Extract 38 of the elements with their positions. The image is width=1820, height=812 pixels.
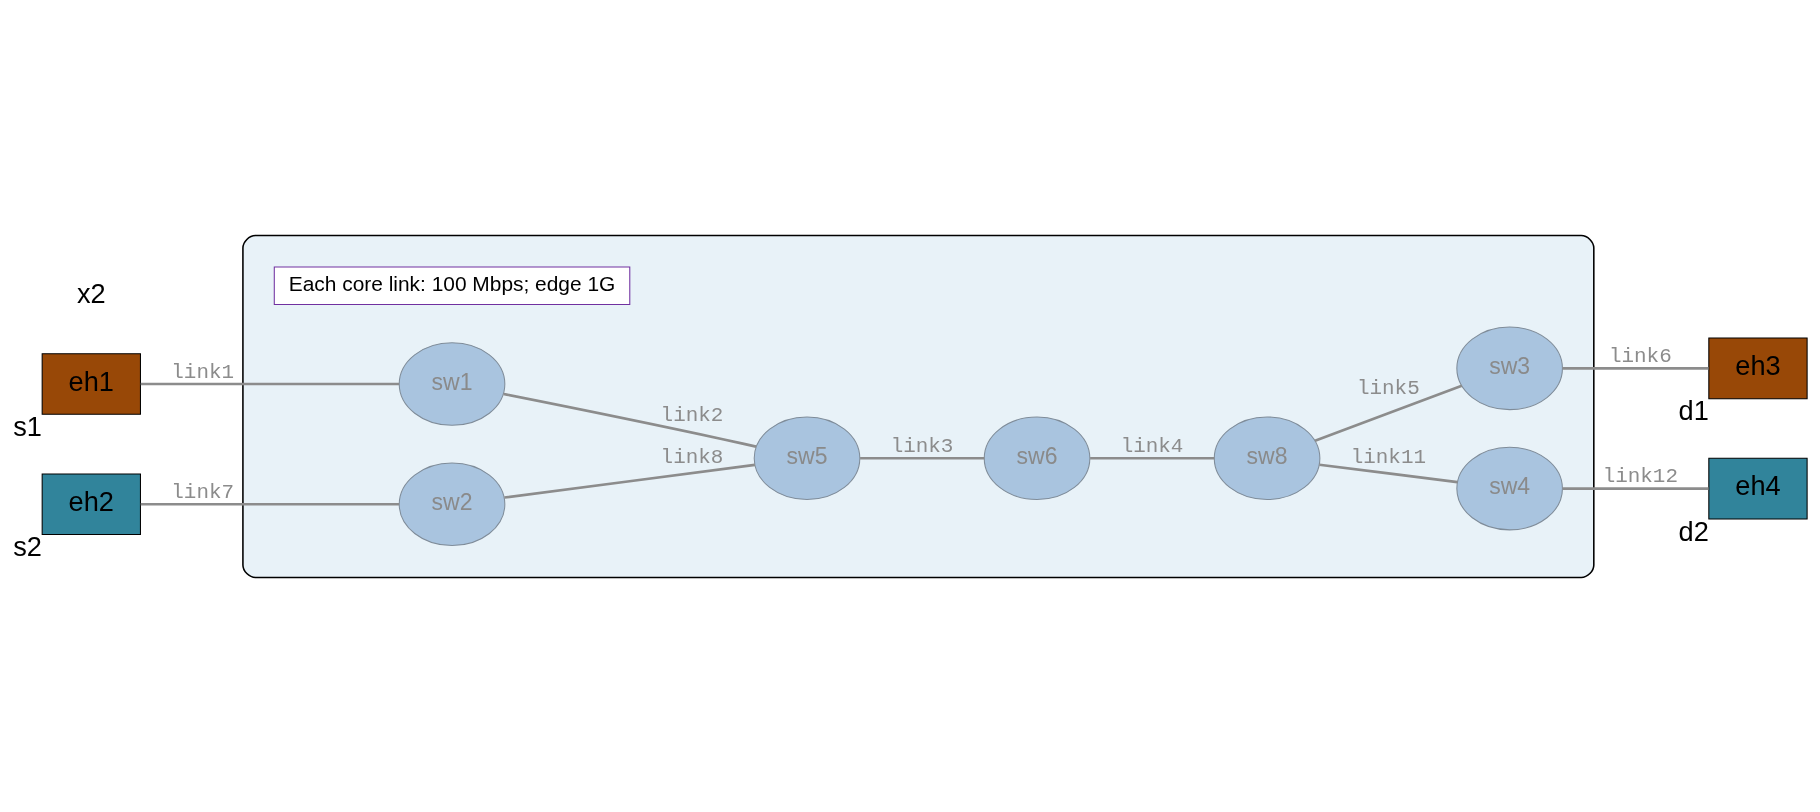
node-label: d1 [1678, 394, 1709, 426]
node-ellipse: sw4 [1456, 446, 1563, 530]
node-ellipse: sw6 [983, 415, 1091, 500]
node-box: Each core link: 100 Mbps; edge 1G [273, 265, 631, 305]
node-box: eh1 [41, 352, 141, 415]
node-label: d2 [1678, 515, 1709, 547]
connector [1562, 366, 1709, 370]
node-ellipse: sw8 [1213, 415, 1321, 500]
node-label: s2 [13, 530, 42, 562]
edge-label: link8 [660, 445, 724, 469]
edge-label: link2 [660, 403, 724, 427]
connector [1562, 486, 1709, 490]
connector [140, 382, 400, 385]
node-box: eh4 [1708, 457, 1808, 519]
connector [1319, 462, 1458, 483]
edge-label: link7 [171, 480, 235, 504]
node-box: eh3 [1708, 337, 1808, 399]
connector [860, 456, 985, 460]
node-label: s1 [13, 410, 42, 442]
edge-label: link5 [1356, 376, 1420, 400]
connector [140, 502, 400, 506]
node-ellipse: sw3 [1456, 326, 1563, 410]
connector [503, 392, 757, 448]
edge-label: link12 [1602, 464, 1678, 488]
edge-label: link11 [1350, 445, 1426, 469]
edge-label: link3 [890, 434, 954, 458]
connector [504, 463, 756, 499]
label: x2 [76, 277, 106, 309]
node-box: eh2 [41, 472, 141, 535]
edge-label: link1 [171, 360, 235, 384]
node-ellipse: sw5 [753, 415, 861, 500]
connector [1314, 384, 1463, 442]
node-ellipse: sw1 [398, 341, 506, 426]
connector [1090, 456, 1215, 460]
edge-label: link6 [1608, 344, 1672, 368]
cluster [242, 234, 1595, 578]
edge-label: link4 [1120, 434, 1184, 458]
node-ellipse: sw2 [398, 461, 506, 546]
